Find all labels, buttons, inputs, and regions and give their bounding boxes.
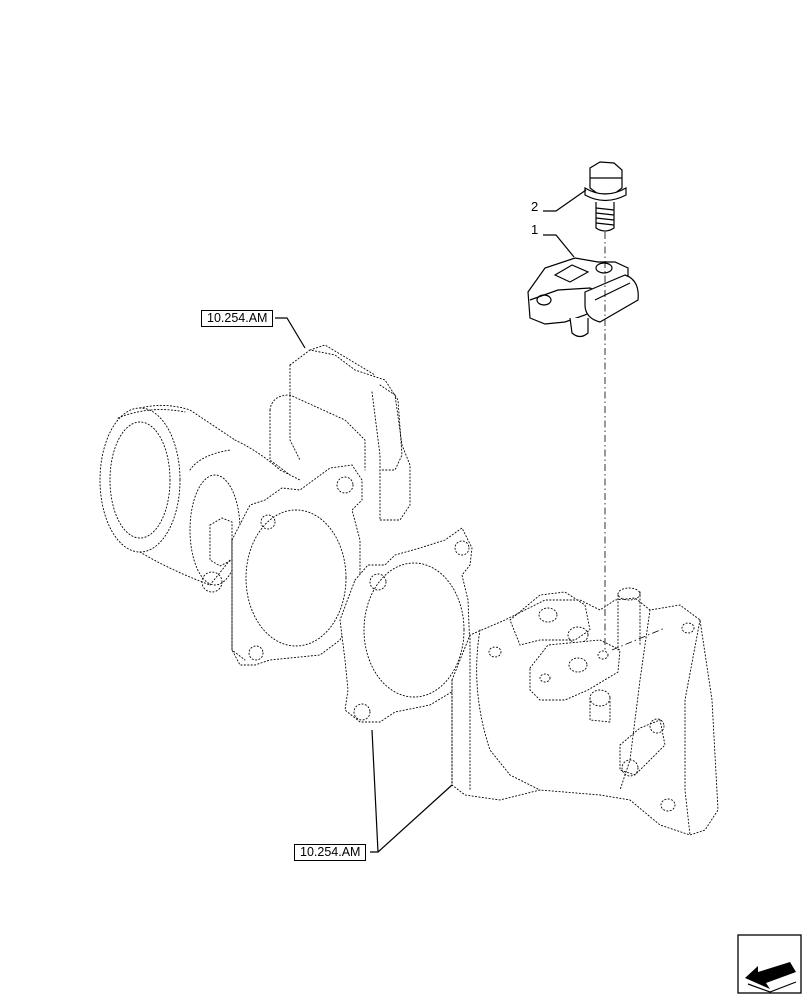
leader-line-upper-ref — [275, 317, 306, 349]
sensor — [527, 257, 639, 338]
throttle-body — [99, 344, 411, 666]
leader-line-item-2 — [543, 189, 587, 212]
item-number-sensor: 1 — [531, 222, 539, 237]
alignment-axis-line-short — [611, 627, 666, 651]
leader-line-lower-ref-housing — [377, 784, 453, 853]
bolt — [584, 161, 627, 232]
item-number-bolt: 2 — [531, 199, 539, 214]
lower-reference-label[interactable]: 10.254.AM — [294, 844, 367, 861]
leader-line-lower-ref-gasket — [370, 729, 379, 853]
previous-page-arrow-icon[interactable] — [737, 934, 802, 994]
intake-housing — [451, 587, 719, 836]
upper-reference-label[interactable]: 10.254.AM — [201, 310, 274, 327]
gasket — [339, 527, 473, 723]
leader-line-item-1 — [543, 234, 575, 258]
